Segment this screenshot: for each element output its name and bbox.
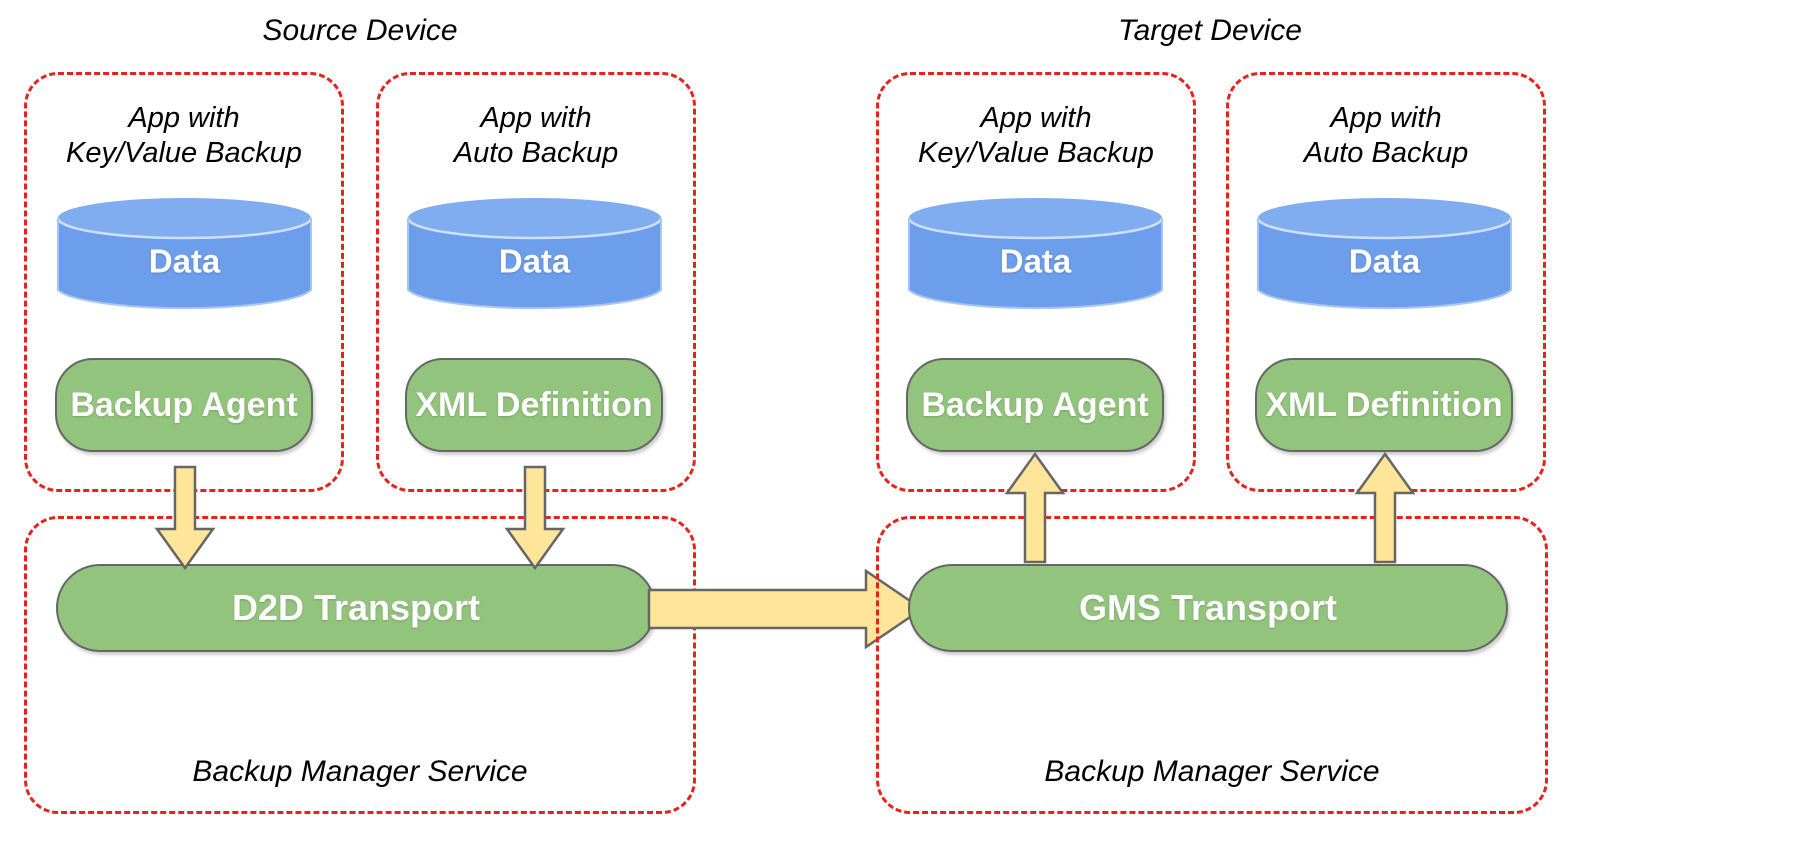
service-container-source: Backup Manager Service	[24, 516, 696, 814]
component-xml-definition-target[interactable]: XML Definition	[1255, 358, 1513, 452]
service-label-source: Backup Manager Service	[192, 755, 528, 788]
data-cylinder-source-keyvalue: Data	[56, 196, 313, 312]
app-label-line1: App with	[980, 102, 1092, 134]
transport-label: GMS Transport	[1078, 587, 1338, 628]
data-cylinder-target-autobackup: Data	[1256, 196, 1513, 312]
component-label: XML Definition	[1265, 385, 1503, 424]
arrow-up-target-autobackup	[1354, 451, 1416, 564]
device-title-target: Target Device	[1118, 14, 1302, 47]
component-label: Backup Agent	[70, 385, 298, 424]
component-label: XML Definition	[415, 385, 653, 424]
arrow-down-source-keyvalue	[154, 465, 216, 571]
app-label-source-autobackup: App with Auto Backup	[379, 101, 693, 171]
device-title-source: Source Device	[262, 14, 458, 47]
transport-d2d[interactable]: D2D Transport	[56, 564, 656, 652]
transport-gms[interactable]: GMS Transport	[908, 564, 1508, 652]
arrow-down-source-autobackup	[504, 465, 566, 571]
app-container-target-keyvalue: App with Key/Value Backup	[876, 72, 1196, 492]
app-label-line2: Auto Backup	[1303, 137, 1469, 169]
service-label-target: Backup Manager Service	[1044, 755, 1380, 788]
component-xml-definition-source[interactable]: XML Definition	[405, 358, 663, 452]
component-backup-agent-source[interactable]: Backup Agent	[55, 358, 313, 452]
app-label-line1: App with	[1330, 102, 1442, 134]
arrow-right-transport-link	[647, 568, 925, 650]
app-label-source-keyvalue: App with Key/Value Backup	[27, 101, 341, 171]
app-label-line1: App with	[480, 102, 592, 134]
app-label-target-autobackup: App with Auto Backup	[1229, 101, 1543, 171]
app-label-line2: Key/Value Backup	[918, 137, 1154, 169]
service-container-target: Backup Manager Service	[876, 516, 1548, 814]
app-label-line2: Key/Value Backup	[66, 137, 302, 169]
data-cylinder-source-autobackup: Data	[406, 196, 663, 312]
app-label-target-keyvalue: App with Key/Value Backup	[879, 101, 1193, 171]
arrow-up-target-keyvalue	[1004, 451, 1066, 564]
component-label: Backup Agent	[921, 385, 1149, 424]
app-label-line2: Auto Backup	[453, 137, 619, 169]
app-label-line1: App with	[128, 102, 240, 134]
transport-label: D2D Transport	[231, 587, 481, 628]
component-backup-agent-target[interactable]: Backup Agent	[906, 358, 1164, 452]
data-cylinder-target-keyvalue: Data	[907, 196, 1164, 312]
